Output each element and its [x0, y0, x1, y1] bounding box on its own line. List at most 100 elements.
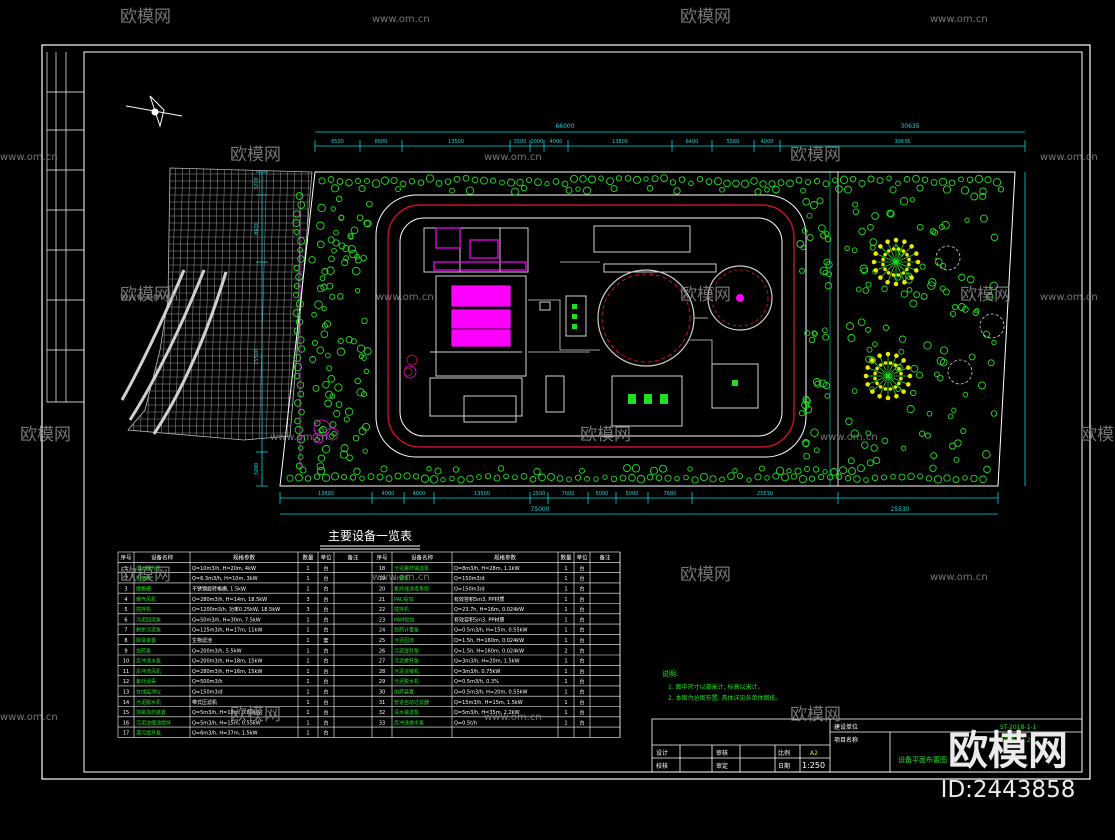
table-cell: 1 — [306, 648, 309, 654]
tree — [304, 475, 312, 482]
table-cell: 8 — [124, 638, 127, 644]
tree — [570, 174, 578, 183]
table-header-cell: 设备名称 — [151, 554, 174, 562]
plant-bloom — [873, 371, 877, 376]
tree — [966, 176, 974, 183]
tree — [588, 175, 596, 184]
dim-bottom-segment: 4000 — [413, 491, 426, 497]
tree — [799, 267, 805, 274]
tree — [917, 473, 923, 480]
plant-bloom — [878, 385, 883, 389]
table-cell: 5 — [124, 607, 127, 613]
table-cell: 1 — [306, 617, 309, 623]
table-cell: Q=200m3/h, H=18m, 15kW — [192, 659, 262, 665]
tree — [364, 177, 370, 184]
table-cell: Q=15m3/h, H=15m, 1.5kW — [454, 700, 523, 706]
tree — [790, 473, 798, 480]
table-cell: 1 — [306, 720, 309, 726]
tree — [989, 281, 998, 290]
tree — [871, 474, 879, 482]
tree — [292, 219, 301, 227]
dim-top-segment: 8530 — [331, 139, 344, 145]
tree — [754, 473, 762, 481]
watermark-brand: 欧模网 — [960, 285, 1011, 305]
tree — [349, 474, 357, 481]
tree — [869, 244, 876, 251]
tree — [561, 180, 569, 188]
plant-bloom — [878, 275, 883, 280]
tree — [316, 221, 325, 230]
tree — [820, 232, 827, 239]
table-cell: Q=6m3/h, H=37m, 1.5kW — [192, 731, 258, 737]
tree — [606, 177, 614, 186]
tree — [934, 371, 940, 378]
table-cell: 1 — [564, 587, 567, 593]
tree — [362, 422, 371, 431]
tree — [982, 450, 991, 459]
hatch-line — [139, 168, 149, 440]
dim-bottom-segment: 7000 — [562, 491, 575, 497]
plant-bloom — [886, 249, 891, 253]
tree — [361, 317, 368, 325]
tree — [869, 238, 878, 246]
tree — [286, 474, 294, 482]
tree — [311, 339, 318, 346]
tree — [326, 266, 335, 275]
tree — [818, 224, 826, 233]
tree — [449, 187, 455, 194]
pipe-lines — [528, 261, 713, 364]
tree — [952, 304, 959, 311]
tree — [949, 442, 956, 450]
table-cell: Q=280m3/h, H=16m, 15kW — [192, 669, 262, 675]
table-header-cell: 规格参数 — [233, 554, 256, 562]
hatch-line — [119, 160, 127, 450]
tree — [824, 281, 833, 290]
tree — [858, 227, 866, 236]
tree — [805, 179, 811, 186]
tree — [322, 380, 330, 389]
tree — [316, 466, 326, 476]
plant-bloom — [870, 358, 875, 363]
tree — [330, 206, 336, 212]
plant-branch — [895, 261, 912, 278]
table-cell: 带式压滤机 — [192, 699, 217, 706]
table-cell: 1 — [564, 628, 567, 634]
tree — [909, 197, 915, 203]
tree — [296, 381, 305, 389]
plant-bloom — [897, 366, 901, 371]
table-cell: Q=0.5m3/h, H=20m, 0.55kW — [454, 690, 528, 696]
tree — [719, 476, 725, 483]
road-outer — [375, 194, 807, 458]
dim-top-segment: 30635 — [895, 139, 911, 145]
table-cell: Q=5m3/h, H=35m, 2.2kW — [454, 710, 520, 716]
plant-bloom — [893, 385, 898, 389]
tree — [452, 466, 460, 473]
tree — [895, 180, 901, 187]
tree — [990, 233, 999, 242]
hatch-line — [146, 168, 156, 440]
tree — [814, 380, 822, 388]
tree — [335, 195, 343, 203]
tree — [832, 177, 838, 184]
table-cell: 台 — [579, 637, 584, 644]
tb-code: ST-2018-1-1 — [1000, 724, 1037, 731]
tree — [857, 318, 866, 327]
table-cell: 27 — [379, 659, 385, 665]
table-cell: 反冲洗排水泵 — [394, 719, 424, 726]
tree — [916, 184, 924, 192]
road-inner — [399, 217, 783, 437]
table-cell: 台 — [323, 575, 328, 582]
table-cell: 台 — [323, 606, 328, 613]
plant-bloom — [906, 365, 911, 370]
tree — [844, 475, 852, 482]
tree — [974, 308, 980, 314]
dim-top-segment: 13500 — [448, 139, 464, 145]
table-cell: 18 — [379, 566, 385, 572]
plant-bloom — [881, 262, 885, 267]
plant-bloom — [915, 259, 921, 265]
dim-bottom-segment: 5000 — [596, 491, 609, 497]
tree — [420, 474, 430, 483]
dim-top-segment: 6400 — [686, 139, 699, 145]
table-cell: 2 — [564, 648, 567, 654]
